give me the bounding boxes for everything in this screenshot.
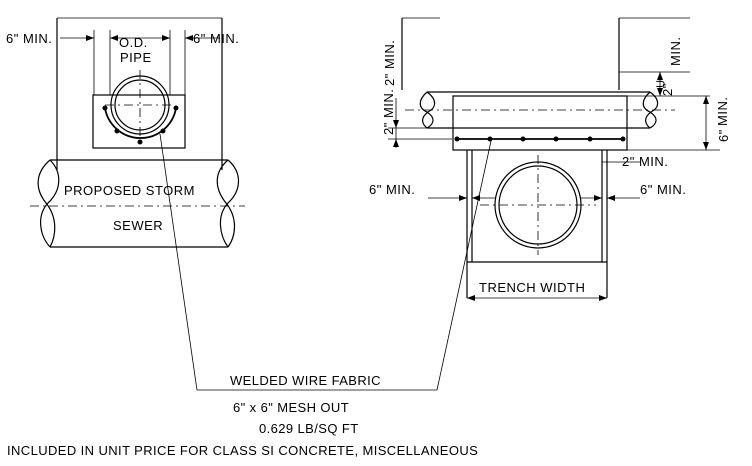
cross-break-right	[642, 91, 657, 129]
arrow	[657, 88, 663, 96]
right-section: 2" MIN. 2" MIN. MIN. 2" ⊃ MIN. 6" 2" MIN…	[369, 17, 731, 301]
pipe-label: PIPE	[120, 50, 152, 65]
arrow	[393, 139, 399, 147]
fabric-label: WELDED WIRE FABRIC	[230, 373, 381, 388]
arrow	[703, 142, 709, 150]
arrow	[657, 72, 663, 80]
mesh-bar	[102, 105, 108, 111]
arrow	[86, 35, 94, 41]
sewer-break-left	[37, 159, 56, 248]
cross-break-right-2	[645, 91, 659, 129]
mesh-bar	[160, 128, 166, 134]
mesh-bar	[587, 136, 593, 142]
arrow	[110, 35, 118, 41]
mesh-bar	[487, 136, 493, 142]
right-encasement	[452, 95, 628, 151]
arrow	[393, 120, 399, 128]
arrow	[467, 295, 475, 301]
arrow	[599, 295, 607, 301]
mesh-bar	[553, 136, 559, 142]
right-side-min-label: 6" MIN.	[640, 182, 686, 197]
arrow	[703, 96, 709, 104]
left-section: 6" MIN. O.D. PIPE 6" MIN. PROPOSED STORM…	[6, 17, 245, 248]
storm-label: PROPOSED STORM	[64, 183, 195, 198]
sewer-break-right	[216, 159, 236, 248]
weight-label: 0.629 LB/SQ FT	[259, 421, 359, 436]
arrow	[185, 35, 193, 41]
top-right-min-label: MIN.	[668, 37, 683, 66]
left-min-label: 6" MIN.	[6, 31, 52, 46]
side-right-min-label: 2" MIN.	[622, 154, 668, 169]
mesh-bar	[114, 128, 120, 134]
included-label: INCLUDED IN UNIT PRICE FOR CLASS SI CONC…	[7, 443, 478, 458]
trench-width-label: TRENCH WIDTH	[479, 280, 585, 295]
mesh-bar	[137, 139, 143, 145]
notes-section: WELDED WIRE FABRIC 6" x 6" MESH OUT 0.62…	[7, 133, 492, 458]
far-right-min-label: MIN.	[715, 97, 730, 126]
far-right-in-label: 6"	[716, 129, 731, 142]
right-min-label: 6" MIN.	[193, 31, 239, 46]
arrow	[594, 195, 602, 201]
leader-right	[436, 140, 492, 391]
sewer-break-right-2	[219, 159, 240, 248]
left-side-min-label: 6" MIN.	[369, 182, 415, 197]
mesh-bar	[520, 136, 526, 142]
left-encasement	[92, 94, 186, 149]
mid-left-min-label: 2" MIN.	[381, 89, 396, 135]
arrow	[162, 35, 170, 41]
top-inner-mark: ⊃	[655, 76, 666, 91]
od-label: O.D.	[119, 35, 148, 50]
cross-break-left-2	[422, 91, 436, 129]
arrow	[607, 195, 615, 201]
sewer-break-left-2	[40, 159, 60, 248]
arrow	[459, 195, 467, 201]
top-inner-label: 2"	[660, 83, 675, 96]
mesh-label: 6" x 6" MESH OUT	[233, 400, 349, 415]
cross-break-left	[419, 91, 434, 129]
leader-left	[159, 133, 198, 391]
top-left-min-label: 2" MIN.	[382, 40, 397, 86]
mesh-bar	[173, 105, 179, 111]
sewer-label: SEWER	[113, 218, 163, 233]
mesh-arc	[104, 107, 177, 139]
mesh-bar	[620, 136, 626, 142]
mesh-bar	[454, 136, 460, 142]
